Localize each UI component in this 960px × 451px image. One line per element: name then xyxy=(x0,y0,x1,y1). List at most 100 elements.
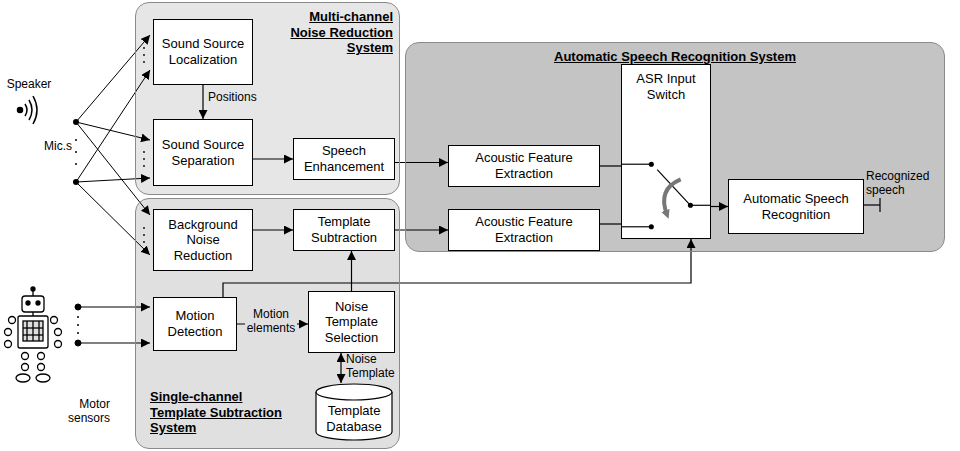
drawing-part xyxy=(76,70,150,182)
process-box: Acoustic Feature Extraction xyxy=(448,145,600,187)
drawing-part xyxy=(143,158,145,160)
drawing-part xyxy=(143,165,145,167)
drawing-part xyxy=(18,108,23,113)
drawing-part xyxy=(51,317,58,324)
drawing-part xyxy=(38,321,39,341)
drawing-part xyxy=(76,122,150,215)
drawing-part xyxy=(77,316,79,318)
text-label: Motor sensors xyxy=(48,398,110,426)
box-label: Template Database xyxy=(315,403,393,434)
drawing-part xyxy=(9,317,16,324)
cylinder-outline xyxy=(316,384,392,400)
panel-fill xyxy=(406,43,945,252)
box-label: Template Subtraction xyxy=(297,214,391,245)
box-label: Noise Template Selection xyxy=(312,299,391,346)
motor-sensor-lines xyxy=(75,304,150,346)
box-label: ASR Input Switch xyxy=(625,71,707,102)
system-panel: Automatic Speech Recognition SystemAcous… xyxy=(405,42,945,252)
drawing-part xyxy=(78,343,150,344)
drawing-part xyxy=(31,287,35,291)
drawing-part xyxy=(76,182,150,255)
text-label: Mic.s xyxy=(40,140,72,154)
drawing-part xyxy=(23,321,43,341)
drawing-part xyxy=(55,341,62,348)
process-box: Sound Source Localization xyxy=(153,19,253,85)
drawing-part xyxy=(143,54,145,56)
robot-icon xyxy=(5,287,62,382)
process-box: Noise Template Selection xyxy=(308,291,395,353)
box-label: Motion Detection xyxy=(157,308,233,339)
connector-arrow xyxy=(600,165,621,166)
drawing-part xyxy=(18,316,48,348)
switch-symbol xyxy=(664,179,681,214)
switch-symbol xyxy=(690,205,710,206)
box-label: Sound Source Localization xyxy=(157,36,249,67)
switch-symbol xyxy=(649,224,654,229)
panel-heading: Single-channel Template Subtraction Syst… xyxy=(150,389,285,436)
drawing-part xyxy=(25,104,27,116)
drawing-part xyxy=(22,353,29,360)
box-label: Speech Enhancement xyxy=(297,143,391,174)
process-box: Automatic Speech Recognition xyxy=(728,179,864,234)
drawing-part xyxy=(23,334,43,335)
switch-symbol xyxy=(622,164,649,165)
drawing-part xyxy=(863,204,880,205)
drawing-part xyxy=(76,122,150,140)
switch-symbol xyxy=(622,226,649,227)
drawing-part xyxy=(26,321,27,341)
text-label: Recognized speech xyxy=(866,170,942,198)
drawing-part xyxy=(143,151,145,153)
box-label: Acoustic Feature Extraction xyxy=(452,150,596,181)
drawing-part xyxy=(76,35,150,122)
microphones xyxy=(73,119,79,185)
drawing-part xyxy=(38,364,45,371)
drawing-part xyxy=(143,234,145,236)
process-box: Sound Source Separation xyxy=(153,119,253,186)
drawing-part xyxy=(5,341,12,348)
connector-arrow xyxy=(395,229,448,230)
connector-arrow xyxy=(340,353,341,383)
drawing-part xyxy=(78,307,150,308)
box-label: Sound Source Separation xyxy=(157,137,249,168)
database-cylinder: Template Database xyxy=(315,383,393,441)
process-box: Speech Enhancement xyxy=(293,138,395,180)
connector-arrow xyxy=(202,85,203,119)
drawing-part xyxy=(29,100,32,120)
process-box: Template Subtraction xyxy=(293,209,395,251)
drawing-part xyxy=(33,96,37,124)
drawing-part xyxy=(32,321,33,341)
panel-fill xyxy=(136,3,400,195)
edge-label: Motion elements xyxy=(245,308,297,336)
connector-arrow xyxy=(253,158,293,159)
drawing-part xyxy=(77,332,79,334)
drawing-part xyxy=(55,329,62,336)
drawing-part xyxy=(143,47,145,49)
connector-arrow xyxy=(395,162,448,163)
edge-label: Noise Template xyxy=(346,353,400,381)
connector-arrow xyxy=(711,206,728,207)
drawing-part xyxy=(75,139,77,141)
process-box: Background Noise Reduction xyxy=(153,209,253,271)
process-box: Acoustic Feature Extraction xyxy=(448,209,600,251)
text-label: Positions xyxy=(208,91,268,105)
drawing-part xyxy=(143,61,145,63)
box-label: Acoustic Feature Extraction xyxy=(452,214,596,245)
box-label: Background Noise Reduction xyxy=(157,217,249,264)
connector-arrow xyxy=(253,229,293,230)
drawing-part xyxy=(143,227,145,229)
output-line xyxy=(863,198,880,212)
drawing-part xyxy=(76,178,150,182)
process-box: Motion Detection xyxy=(153,297,237,351)
drawing-part xyxy=(75,163,77,165)
system-panel: Multi-channel Noise Reduction SystemSoun… xyxy=(135,2,400,195)
drawing-part xyxy=(22,364,29,371)
drawing-part xyxy=(143,241,145,243)
drawing-part xyxy=(879,198,880,212)
drawing-part xyxy=(22,296,44,312)
drawing-part xyxy=(16,374,30,382)
mic-lines xyxy=(76,35,150,255)
drawing-part xyxy=(23,327,43,328)
drawing-part xyxy=(75,151,77,153)
drawing-part xyxy=(77,324,79,326)
drawing-part xyxy=(26,301,30,305)
